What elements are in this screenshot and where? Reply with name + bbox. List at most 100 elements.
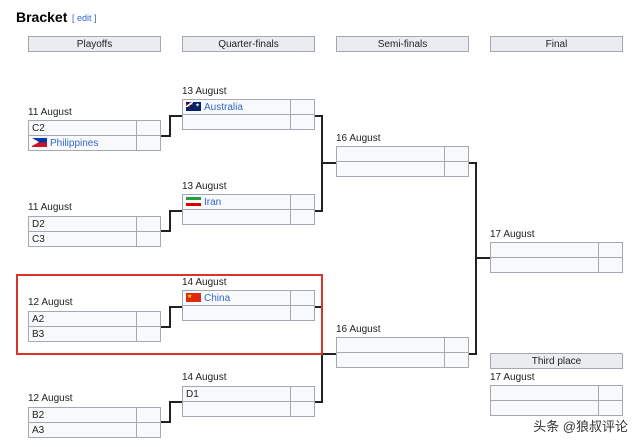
team-name: A3 bbox=[32, 425, 45, 436]
final-match bbox=[490, 242, 623, 273]
score-cell bbox=[290, 194, 314, 210]
score-cell bbox=[136, 120, 160, 136]
team-row bbox=[490, 385, 623, 401]
team-name: C3 bbox=[32, 234, 45, 245]
playoff-match-3: A2 B3 bbox=[28, 311, 161, 342]
score-cell bbox=[598, 385, 622, 401]
match-date: 16 August bbox=[336, 133, 381, 144]
match-date: 12 August bbox=[28, 297, 73, 308]
bracket-connector bbox=[169, 210, 182, 212]
score-cell bbox=[136, 216, 160, 232]
bracket-connector bbox=[469, 353, 477, 355]
team-link-philippines[interactable]: Philippines bbox=[32, 137, 98, 150]
quarterfinal-match-2: Iran bbox=[182, 194, 315, 225]
team-name: A2 bbox=[32, 314, 45, 325]
score-cell bbox=[290, 114, 314, 130]
bracket-connector bbox=[169, 210, 171, 232]
match-date: 13 August bbox=[182, 181, 227, 192]
score-cell bbox=[290, 401, 314, 417]
bracket-connector bbox=[161, 421, 171, 423]
team-row bbox=[490, 242, 623, 258]
team-link-iran[interactable]: Iran bbox=[186, 196, 221, 209]
team-row bbox=[336, 146, 469, 162]
team-row bbox=[490, 400, 623, 416]
team-row: C2 bbox=[28, 120, 161, 136]
match-date: 17 August bbox=[490, 229, 535, 240]
bracket-connector bbox=[161, 230, 171, 232]
bracket-connector bbox=[169, 401, 171, 423]
score-cell bbox=[290, 209, 314, 225]
playoff-match-1: C2 Philippines bbox=[28, 120, 161, 151]
team-row bbox=[182, 401, 315, 417]
match-date: 14 August bbox=[182, 277, 227, 288]
highlight-box bbox=[16, 274, 323, 355]
quarterfinal-match-1: Australia bbox=[182, 99, 315, 130]
quarterfinal-match-3: China bbox=[182, 290, 315, 321]
bracket-connector bbox=[315, 401, 323, 403]
match-date: 11 August bbox=[28, 202, 72, 213]
playoff-match-2: D2 C3 bbox=[28, 216, 161, 247]
score-cell bbox=[136, 135, 160, 151]
team-name: D2 bbox=[32, 219, 45, 230]
score-cell bbox=[444, 146, 468, 162]
team-row: D2 bbox=[28, 216, 161, 232]
australia-flag-icon bbox=[186, 102, 201, 111]
semifinal-match-1 bbox=[336, 146, 469, 177]
team-row bbox=[490, 257, 623, 273]
team-link-china[interactable]: China bbox=[186, 292, 230, 305]
score-cell bbox=[444, 337, 468, 353]
score-cell bbox=[136, 422, 160, 438]
bracket-connector bbox=[469, 162, 477, 164]
score-cell bbox=[290, 99, 314, 115]
team-row: C3 bbox=[28, 231, 161, 247]
score-cell bbox=[136, 311, 160, 327]
match-date: 11 August bbox=[28, 107, 72, 118]
score-cell bbox=[598, 242, 622, 258]
team-row bbox=[182, 209, 315, 225]
score-cell bbox=[290, 290, 314, 306]
score-cell bbox=[598, 400, 622, 416]
china-flag-icon bbox=[186, 293, 201, 302]
philippines-flag-icon bbox=[32, 138, 47, 147]
team-link-australia[interactable]: Australia bbox=[186, 101, 243, 114]
column-header-semi-finals: Semi-finals bbox=[336, 36, 469, 52]
team-row: Philippines bbox=[28, 135, 161, 151]
match-date: 17 August bbox=[490, 372, 535, 383]
bracket-connector bbox=[169, 306, 171, 328]
team-row bbox=[182, 114, 315, 130]
bracket-connector bbox=[169, 306, 182, 308]
bracket-connector bbox=[321, 353, 336, 355]
score-cell bbox=[136, 326, 160, 342]
iran-flag-icon bbox=[186, 197, 201, 206]
score-cell bbox=[290, 305, 314, 321]
team-row: China bbox=[182, 290, 315, 306]
score-cell bbox=[290, 386, 314, 402]
quarterfinal-match-4: D1 bbox=[182, 386, 315, 417]
match-date: 16 August bbox=[336, 324, 381, 335]
column-header-final: Final bbox=[490, 36, 623, 52]
third-place-match bbox=[490, 385, 623, 416]
team-name: B3 bbox=[32, 329, 45, 340]
team-row: B3 bbox=[28, 326, 161, 342]
match-date: 14 August bbox=[182, 372, 227, 383]
bracket-connector bbox=[315, 115, 323, 117]
edit-link[interactable]: edit bbox=[77, 13, 92, 23]
edit-link-wrapper: [ edit ] bbox=[72, 13, 97, 23]
bracket-connector bbox=[169, 115, 182, 117]
score-cell bbox=[444, 352, 468, 368]
bracket-connector bbox=[315, 210, 323, 212]
bracket-title: Bracket bbox=[16, 9, 68, 25]
team-row: B2 bbox=[28, 407, 161, 423]
score-cell bbox=[444, 161, 468, 177]
bracket-connector bbox=[475, 257, 490, 259]
team-name: C2 bbox=[32, 123, 45, 134]
team-row bbox=[182, 305, 315, 321]
score-cell bbox=[598, 257, 622, 273]
team-row bbox=[336, 161, 469, 177]
match-date: 12 August bbox=[28, 393, 73, 404]
bracket-connector bbox=[169, 115, 171, 137]
team-name: B2 bbox=[32, 410, 45, 421]
watermark: 头条 @狼叔评论 bbox=[533, 419, 628, 434]
match-date: 13 August bbox=[182, 86, 227, 97]
column-header-third-place: Third place bbox=[490, 353, 623, 369]
